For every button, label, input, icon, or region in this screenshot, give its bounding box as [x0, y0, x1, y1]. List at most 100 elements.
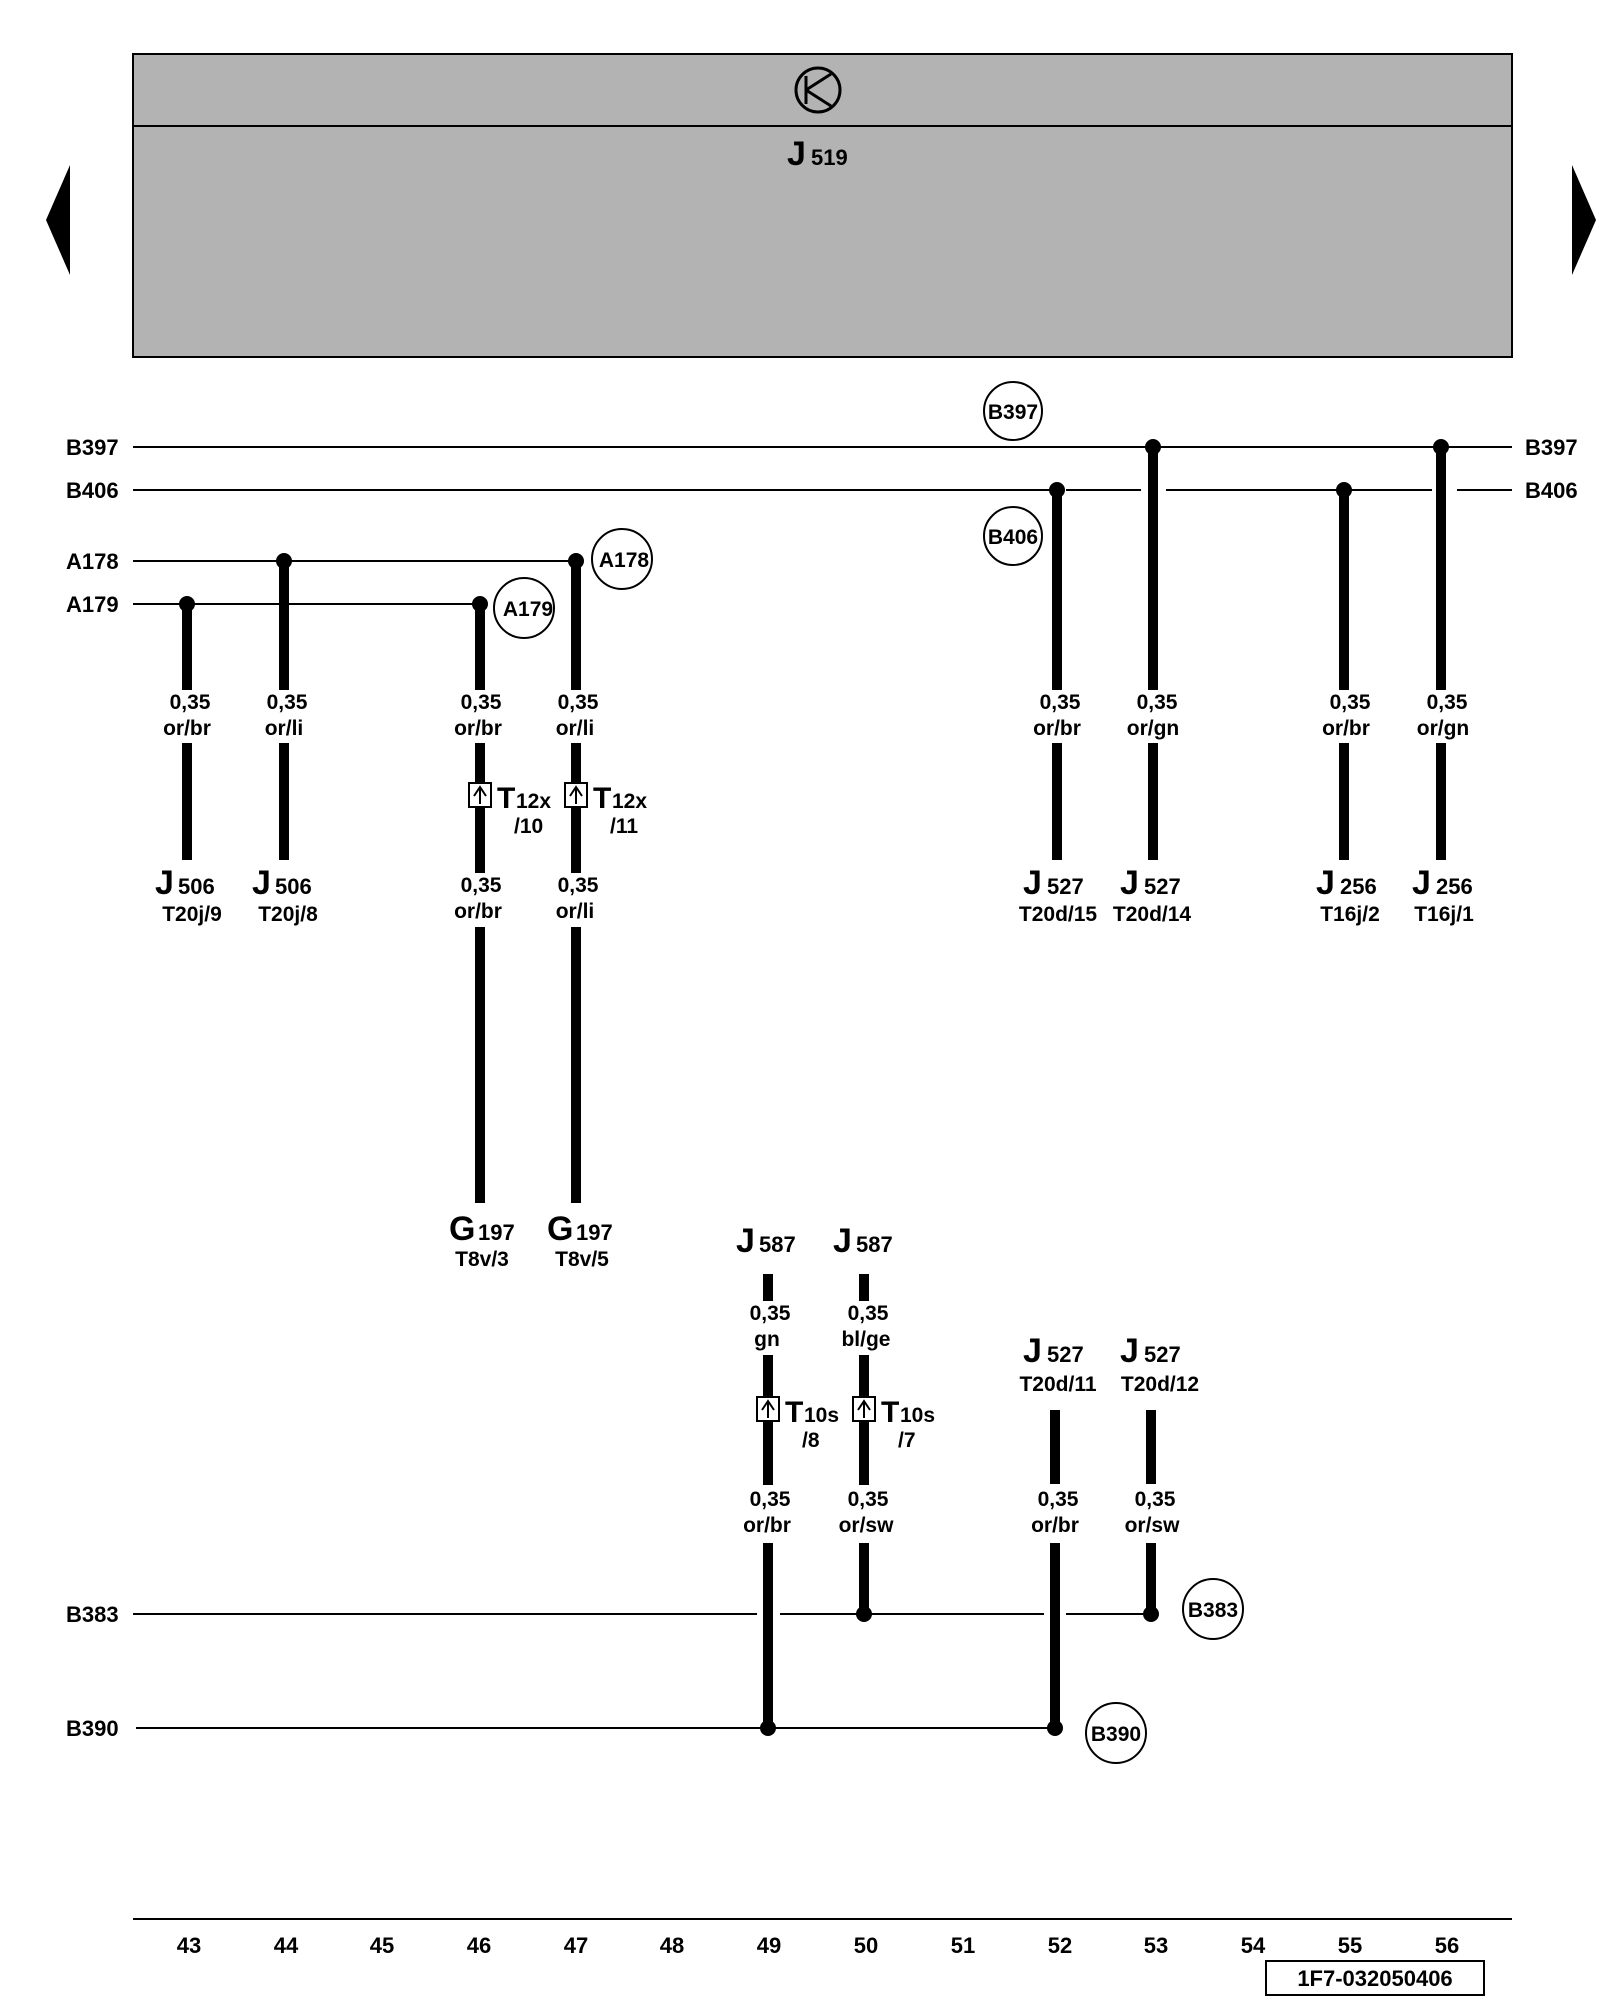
wire-color-53t: or/gn: [1127, 717, 1180, 740]
wire-color-47b: or/li: [556, 900, 595, 923]
bus-label-b397-right: B397: [1525, 435, 1578, 460]
comp-pin-43: T20j/9: [162, 903, 222, 926]
plug-pin-49: /8: [802, 1429, 820, 1452]
wire-size-49b: 0,35: [750, 1488, 791, 1511]
plug-connector-icon: [756, 1396, 780, 1422]
plug-connectors: T 12x /10 T 12x /11 T 10s /8 T 10s /7: [468, 782, 935, 1452]
wire-size-46a: 0,35: [461, 691, 502, 714]
triangle-right-icon[interactable]: [1572, 165, 1596, 275]
plug-pin-47: /11: [610, 815, 638, 838]
wire-color-47a: or/li: [556, 717, 595, 740]
wire-size-44: 0,35: [267, 691, 308, 714]
wire-size-52t: 0,35: [1040, 691, 1081, 714]
wire-color-56: or/gn: [1417, 717, 1470, 740]
wire-color-43: or/br: [163, 717, 211, 740]
bubble-b406: B406: [983, 506, 1043, 566]
wire-color-46b: or/br: [454, 900, 502, 923]
plug-connector-icon: [852, 1396, 876, 1422]
comp-number-53b: 527: [1144, 1342, 1181, 1367]
bus-label-a178-left: A178: [66, 549, 119, 574]
plug-connector-icon: [564, 782, 588, 808]
grid-number: 56: [1435, 1933, 1459, 1958]
wire-size-46b: 0,35: [461, 874, 502, 897]
comp-letter-53t: J: [1120, 864, 1139, 902]
comp-pin-52b: T20d/11: [1019, 1373, 1096, 1396]
wire-color-50b: or/sw: [839, 1514, 895, 1537]
grid-number: 43: [177, 1933, 201, 1958]
plug-letter-47: T: [593, 782, 611, 815]
grid-number: 52: [1048, 1933, 1072, 1958]
plug-sub-50: 10s: [900, 1404, 935, 1427]
plug-sub-46: 12x: [516, 790, 551, 813]
bubble-b383: B383: [1182, 1578, 1244, 1640]
wire-size-55: 0,35: [1330, 691, 1371, 714]
grid-number: 47: [564, 1933, 588, 1958]
control-module-j519: J 519: [132, 53, 1513, 358]
grid-number: 50: [854, 1933, 878, 1958]
comp-number-43: 506: [178, 874, 215, 899]
bus-label-a179-left: A179: [66, 592, 119, 617]
svg-text:B397: B397: [988, 401, 1038, 424]
wire-size-52b: 0,35: [1038, 1488, 1079, 1511]
bubble-a179: A179: [493, 577, 555, 639]
comp-letter-49: J: [736, 1222, 755, 1260]
bus-label-b383-left: B383: [66, 1602, 119, 1627]
comp-letter-52b: J: [1023, 1332, 1042, 1370]
comp-letter-53b: J: [1120, 1332, 1139, 1370]
comp-pin-53b: T20d/12: [1121, 1373, 1199, 1396]
bus-label-b390-left: B390: [66, 1716, 119, 1741]
plug-connector-icon: [468, 782, 492, 808]
wire-color-52b: or/br: [1031, 1514, 1079, 1537]
grid-number: 49: [757, 1933, 781, 1958]
comp-pin-44: T20j/8: [258, 903, 318, 926]
bubble-b390: B390: [1085, 1702, 1147, 1764]
wire-size-56: 0,35: [1427, 691, 1468, 714]
wire-color-44: or/li: [265, 717, 304, 740]
comp-number-47: 197: [576, 1220, 613, 1245]
reference-code: 1F7-032050406: [1265, 1960, 1485, 1996]
wire-color-46a: or/br: [454, 717, 502, 740]
comp-number-52b: 527: [1047, 1342, 1084, 1367]
bus-label-b406-right: B406: [1525, 478, 1578, 503]
comp-letter-43: J: [155, 864, 174, 902]
comp-pin-52t: T20d/15: [1019, 903, 1098, 926]
grid-numbers: 43 44 45 46 47 48 49 50 51 52 53 54 55 5…: [177, 1933, 1459, 1958]
svg-text:B383: B383: [1188, 1599, 1238, 1622]
grid-number: 48: [660, 1933, 684, 1958]
bubble-b397: B397: [983, 381, 1043, 441]
grid-number: 44: [274, 1933, 299, 1958]
comp-letter-44: J: [252, 864, 271, 902]
wire-segments: [182, 447, 1446, 1728]
bubble-a178: A178: [591, 528, 653, 590]
control-unit-transistor-icon: [794, 66, 842, 114]
comp-number-55: 256: [1340, 874, 1377, 899]
plug-sub-47: 12x: [612, 790, 647, 813]
comp-letter-46: G: [449, 1210, 475, 1248]
comp-number-46: 197: [478, 1220, 515, 1245]
grid-number: 51: [951, 1933, 975, 1958]
module-number: 519: [811, 145, 848, 170]
module-letter: J: [787, 135, 806, 173]
wire-size-43: 0,35: [170, 691, 211, 714]
wire-size-53t: 0,35: [1137, 691, 1178, 714]
bus-label-b406-left: B406: [66, 478, 119, 503]
plug-letter-49: T: [785, 1396, 803, 1429]
comp-number-52t: 527: [1047, 874, 1084, 899]
svg-text:B406: B406: [988, 526, 1038, 549]
wire-color-53b: or/sw: [1125, 1514, 1181, 1537]
svg-text:A178: A178: [599, 549, 650, 572]
comp-letter-52t: J: [1023, 864, 1042, 902]
wire-size-49a: 0,35: [750, 1302, 791, 1325]
comp-letter-50: J: [833, 1222, 852, 1260]
wire-size-47b: 0,35: [558, 874, 599, 897]
comp-number-49: 587: [759, 1232, 796, 1257]
triangle-left-icon[interactable]: [46, 165, 70, 275]
wire-color-55: or/br: [1322, 717, 1370, 740]
wire-color-49a: gn: [754, 1328, 780, 1351]
svg-text:A179: A179: [503, 598, 553, 621]
wire-size-50b: 0,35: [848, 1488, 889, 1511]
component-labels: J 506 T20j/9 J 506 T20j/8 J 527 T20d/15 …: [155, 864, 1474, 1396]
comp-letter-47: G: [547, 1210, 573, 1248]
svg-text:B390: B390: [1091, 1723, 1141, 1746]
